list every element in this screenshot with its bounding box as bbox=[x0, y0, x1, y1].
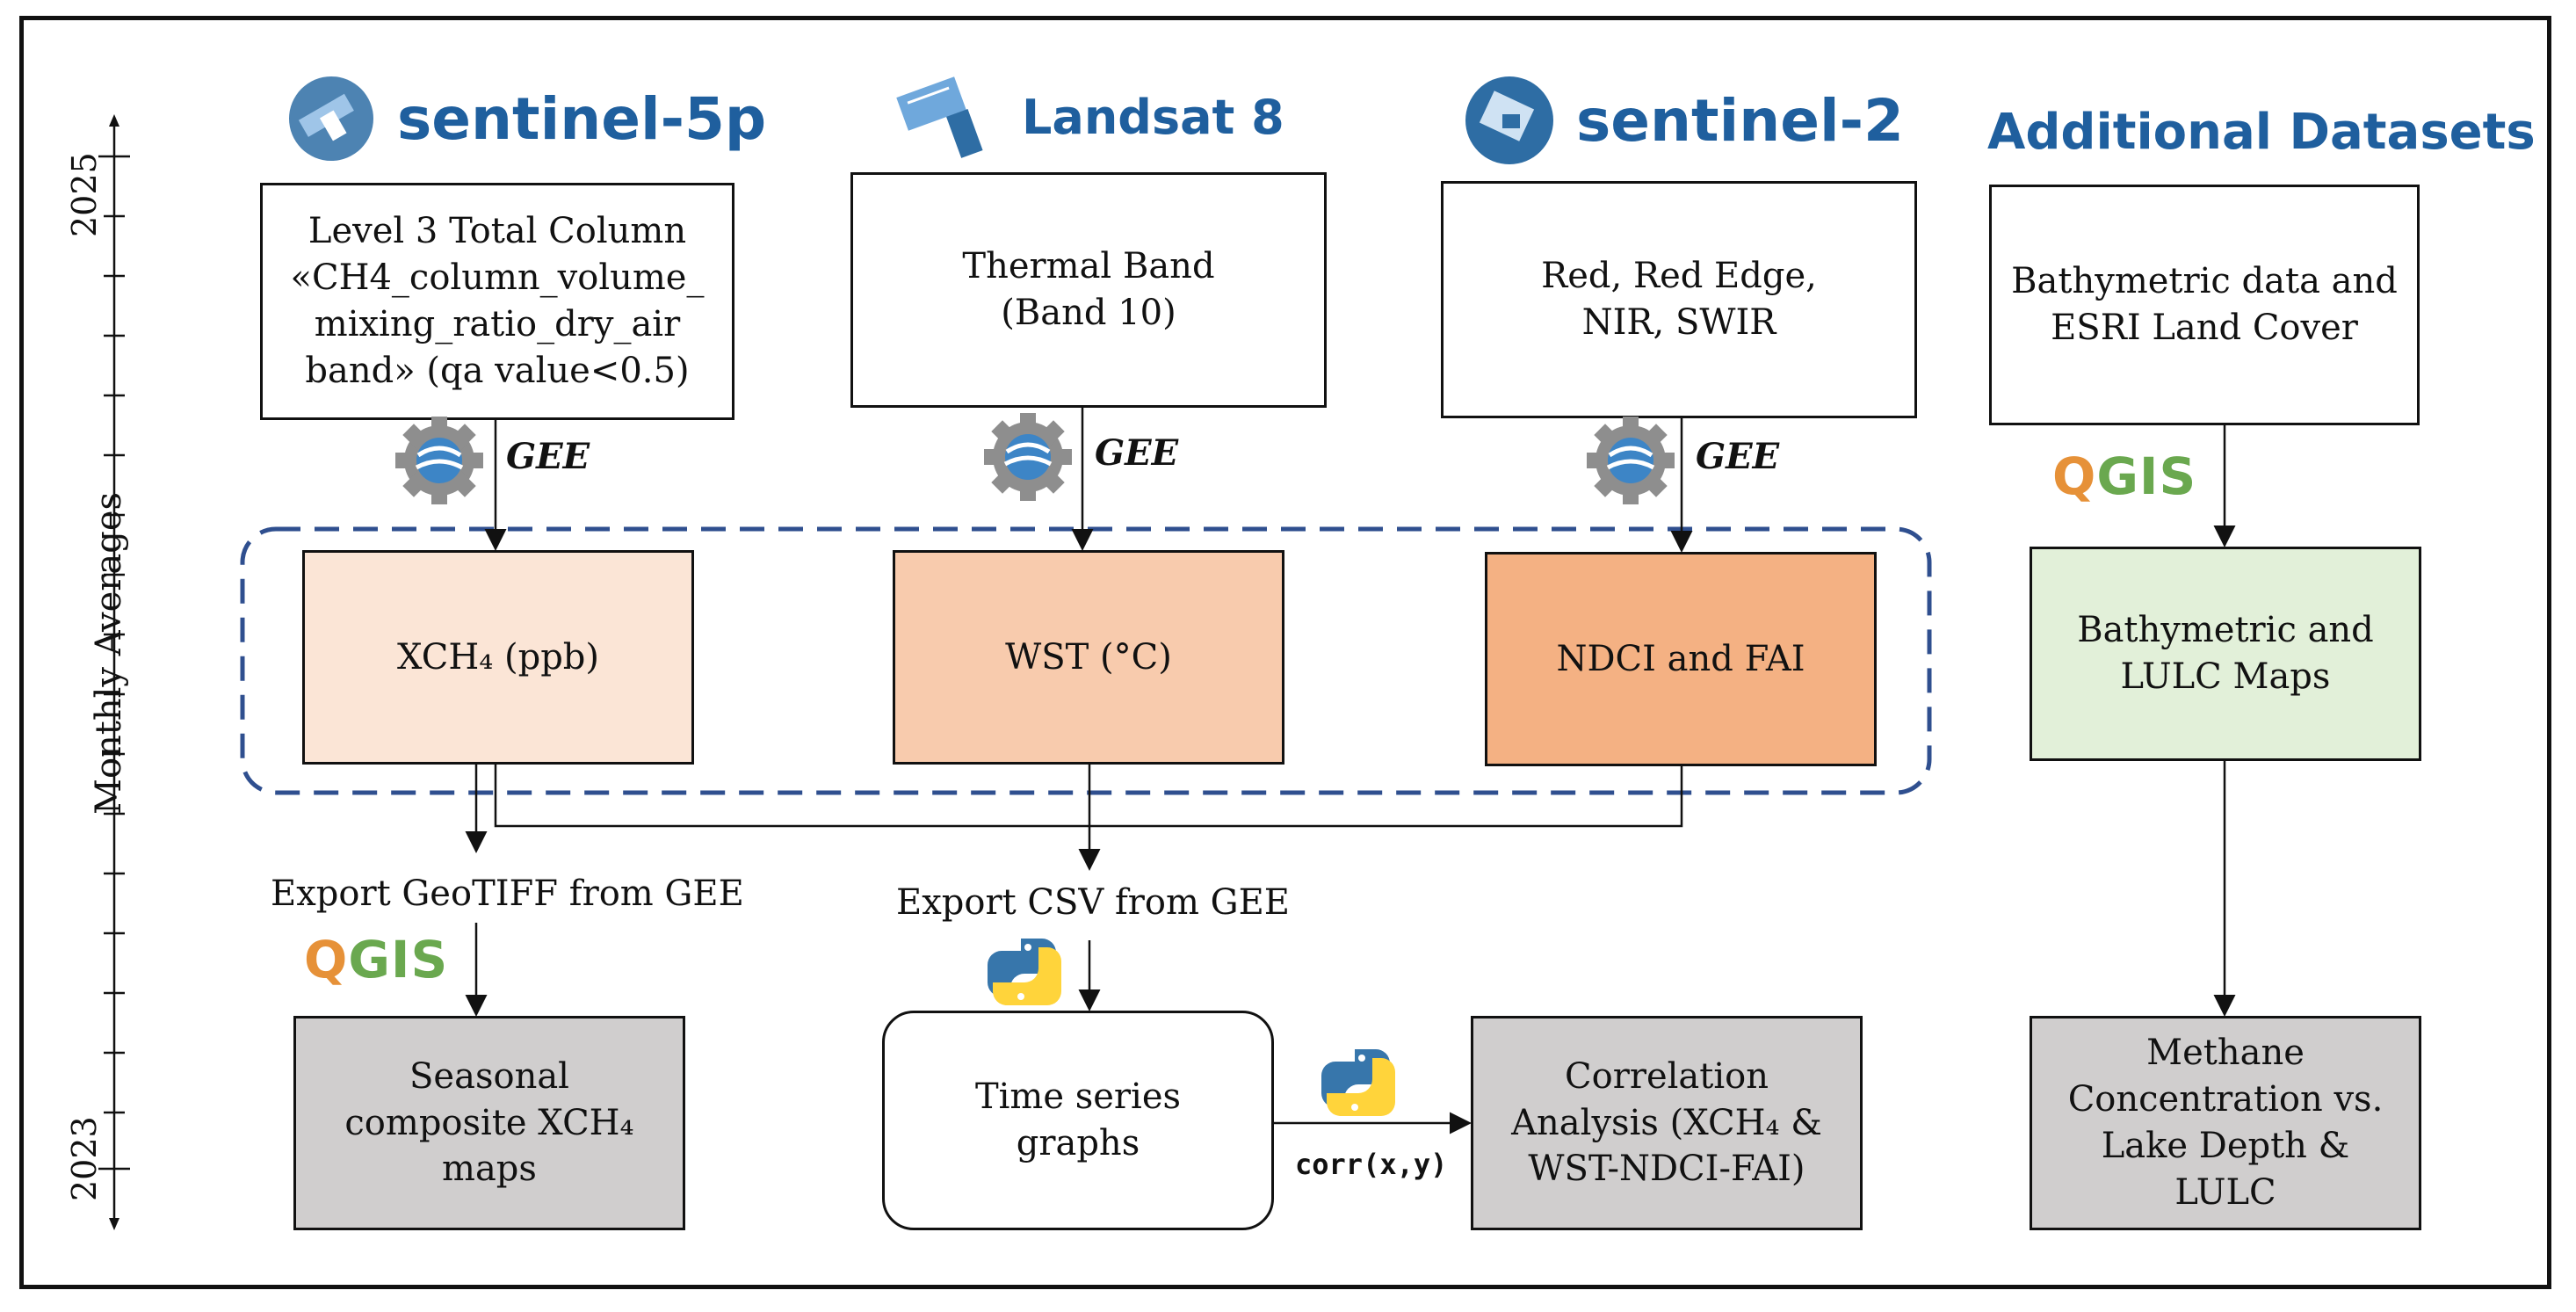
header-sentinel-5p-text: sentinel-5p bbox=[397, 84, 767, 153]
satellite-icon bbox=[1465, 76, 1553, 164]
gee-gear-icon bbox=[984, 413, 1072, 501]
input-additional-box: Bathymetric data and ESRI Land Cover bbox=[1989, 185, 2420, 425]
header-sentinel-2: sentinel-2 bbox=[1458, 72, 1904, 169]
header-sentinel-2-text: sentinel-2 bbox=[1576, 86, 1904, 155]
qgis-logo: QGIS bbox=[2052, 446, 2197, 506]
gee-gear-icon bbox=[395, 417, 483, 504]
header-additional-datasets-text: Additional Datasets bbox=[1987, 103, 2536, 161]
ndci-fai-product-box: NDCI and FAI bbox=[1485, 552, 1877, 766]
satellite-icon bbox=[896, 76, 983, 158]
time-series-box: Time series graphs bbox=[882, 1011, 1274, 1230]
correlation-analysis-box: Correlation Analysis (XCH₄ & WST-NDCI-FA… bbox=[1471, 1016, 1863, 1230]
header-sentinel-5p: sentinel-5p bbox=[283, 70, 766, 167]
figure-frame bbox=[19, 16, 2551, 1289]
header-landsat-8: Landsat 8 bbox=[892, 69, 1284, 165]
bathymetric-lulc-box: Bathymetric and LULC Maps bbox=[2030, 547, 2421, 761]
input-sentinel-2-box: Red, Red Edge, NIR, SWIR bbox=[1441, 181, 1917, 418]
header-additional-datasets: Additional Datasets bbox=[1987, 88, 2536, 176]
gee-label-landsat: GEE bbox=[1095, 432, 1179, 474]
corr-label: corr(x,y) bbox=[1295, 1148, 1448, 1181]
wst-product-box: WST (°C) bbox=[893, 550, 1284, 765]
gee-gear-icon bbox=[1587, 417, 1675, 504]
xch4-product-box: XCH₄ (ppb) bbox=[302, 550, 694, 765]
gee-label-s5p: GEE bbox=[506, 436, 590, 477]
python-icon bbox=[1321, 1049, 1395, 1116]
input-landsat-box: Thermal Band (Band 10) bbox=[850, 172, 1327, 408]
python-icon bbox=[988, 939, 1061, 1005]
gee-label-s2: GEE bbox=[1696, 436, 1780, 477]
qgis-logo: QGIS bbox=[304, 930, 449, 989]
export-csv-label: Export CSV from GEE bbox=[896, 882, 1290, 923]
seasonal-composite-box: Seasonal composite XCH₄ maps bbox=[293, 1016, 685, 1230]
export-geotiff-label: Export GeoTIFF from GEE bbox=[271, 873, 744, 914]
methane-concentration-box: Methane Concentration vs. Lake Depth & L… bbox=[2030, 1016, 2421, 1230]
header-landsat-8-text: Landsat 8 bbox=[1022, 89, 1284, 145]
satellite-icon bbox=[289, 76, 373, 161]
input-sentinel-5p-box: Level 3 Total Column «CH4_column_volume_… bbox=[260, 183, 734, 420]
